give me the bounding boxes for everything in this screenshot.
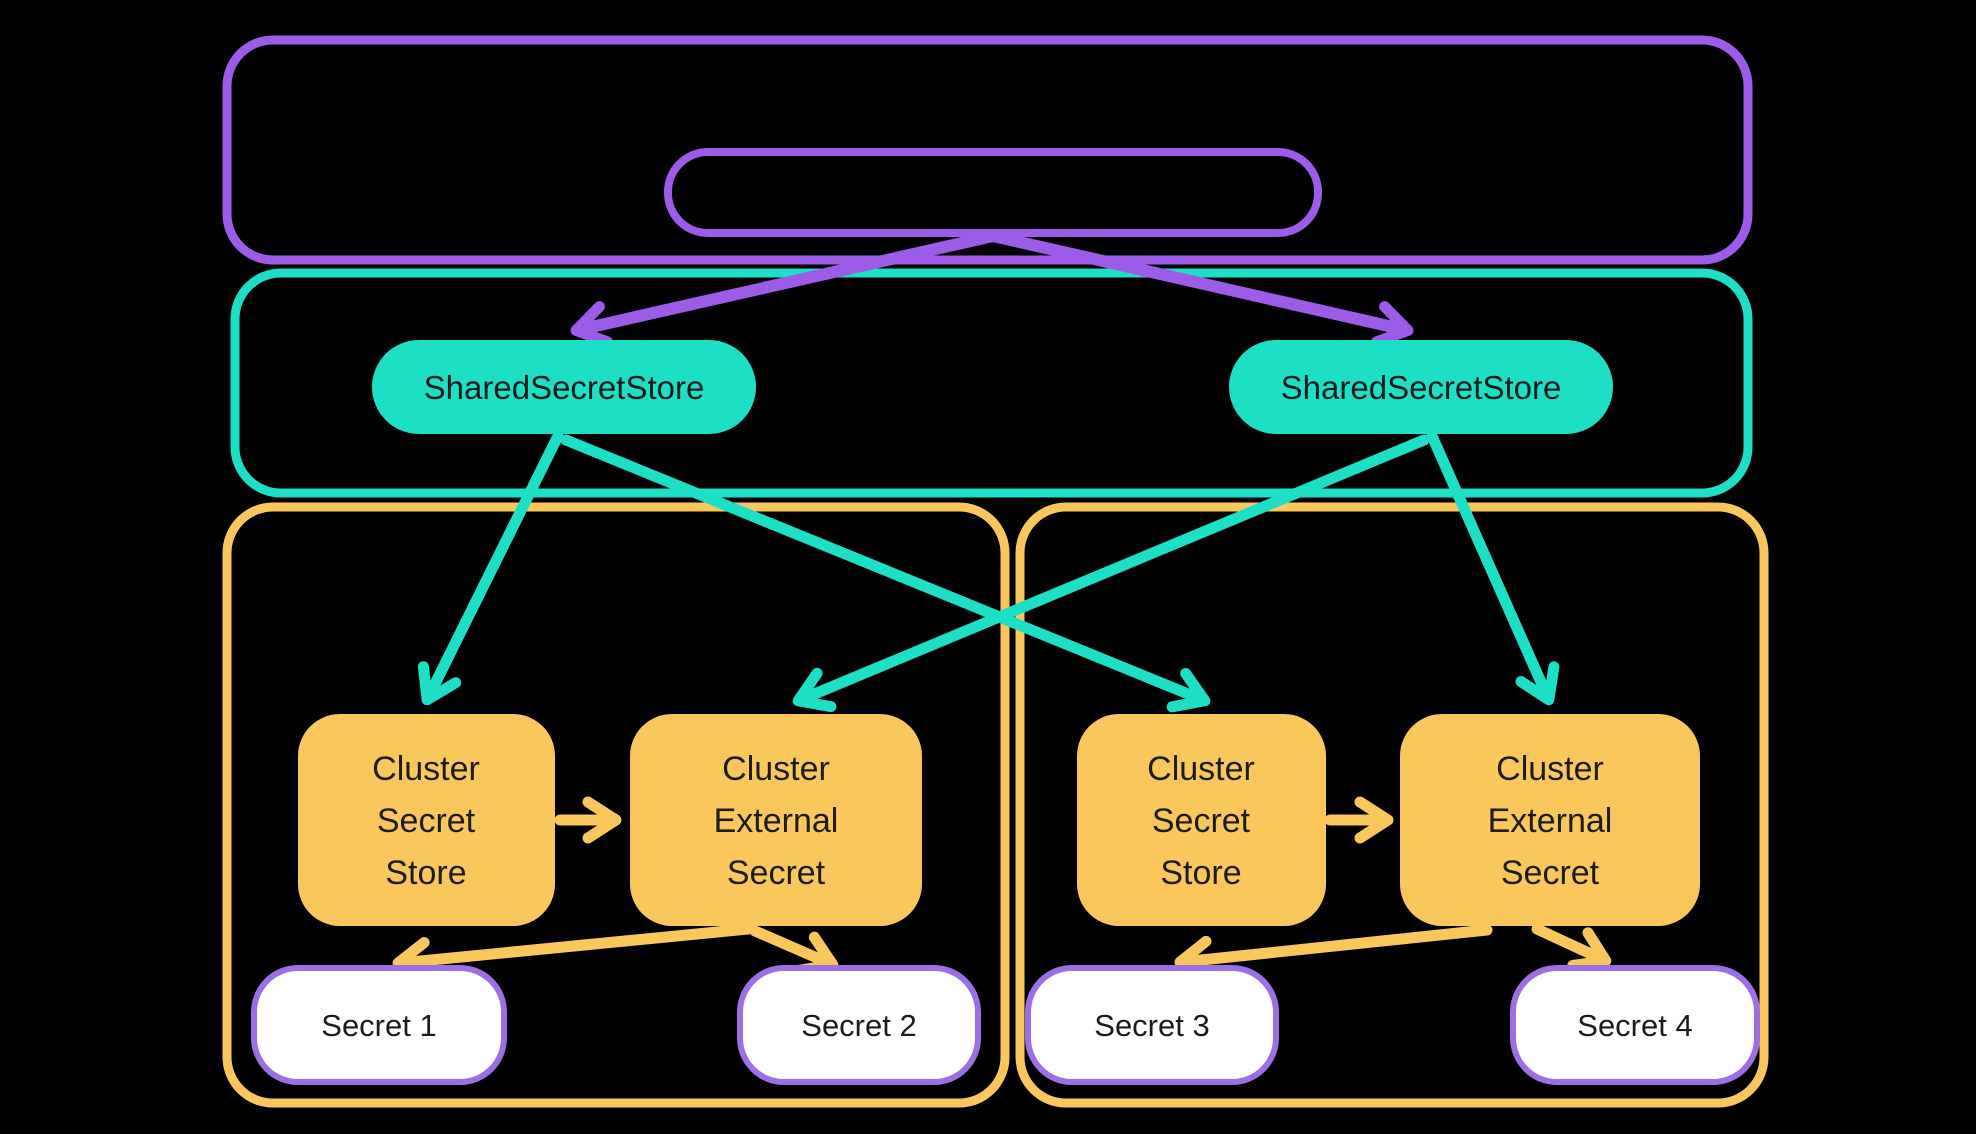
shared-store-right-pill bbox=[1229, 340, 1613, 434]
cluster2-secret-store-line1: Cluster bbox=[1147, 750, 1255, 788]
cluster1-secret-store: Cluster Secret Store bbox=[298, 714, 555, 926]
shared-store-left: SharedSecretStore bbox=[372, 340, 756, 434]
arrow-shared-right-to-cluster2-external bbox=[1426, 430, 1560, 706]
cluster1-container bbox=[222, 502, 1010, 1108]
cluster2-external-secret-line1: Cluster bbox=[1496, 750, 1604, 788]
cluster1-external-secret-line1: Cluster bbox=[722, 750, 830, 788]
cluster1-secret-store-line3: Store bbox=[385, 854, 466, 892]
secret-3: Secret 3 bbox=[1025, 965, 1279, 1085]
cluster1-secret-store-line1: Cluster bbox=[372, 750, 480, 788]
cluster2-secret-store-line2: Secret bbox=[1152, 802, 1251, 840]
arrow-cluster1-external-to-secret2 bbox=[749, 925, 839, 976]
root-container bbox=[222, 35, 1753, 265]
arrow-shared-left-to-cluster1-store bbox=[417, 430, 564, 706]
secret-4-pill bbox=[1510, 965, 1760, 1085]
cluster1-secret-store-line2: Secret bbox=[377, 802, 476, 840]
cluster2-secret-store-box bbox=[1077, 714, 1326, 926]
root-inner-pill bbox=[664, 148, 1322, 237]
secret-1-label: Secret 1 bbox=[321, 1008, 436, 1043]
arrow-root-to-shared-left bbox=[570, 230, 999, 348]
arrow-root-to-shared-right bbox=[987, 230, 1414, 348]
arrow-shared-right-to-cluster1-external bbox=[792, 434, 1430, 713]
secret-3-label: Secret 3 bbox=[1094, 1008, 1209, 1043]
cluster2-secret-store-line3: Store bbox=[1160, 854, 1241, 892]
shared-store-right-label: SharedSecretStore bbox=[1281, 369, 1562, 406]
cluster2-container bbox=[1015, 502, 1769, 1108]
arrow-cluster1-external-to-secret1 bbox=[392, 923, 754, 984]
secret-3-pill bbox=[1025, 965, 1279, 1085]
secret-4-label: Secret 4 bbox=[1577, 1008, 1692, 1043]
cluster2-external-secret-box bbox=[1400, 714, 1700, 926]
cluster2-external-secret-line2: External bbox=[1488, 802, 1613, 840]
arrow-shared-left-to-cluster2-store bbox=[560, 434, 1211, 713]
secret-2: Secret 2 bbox=[737, 965, 981, 1085]
cluster1-external-secret: Cluster External Secret bbox=[630, 714, 922, 926]
cluster1-external-secret-line3: Secret bbox=[727, 854, 826, 892]
shared-store-right: SharedSecretStore bbox=[1229, 340, 1613, 434]
cluster1-external-secret-line2: External bbox=[714, 802, 839, 840]
shared-store-left-pill bbox=[372, 340, 756, 434]
shared-store-left-label: SharedSecretStore bbox=[424, 369, 705, 406]
secret-2-pill bbox=[737, 965, 981, 1085]
arrow-cluster2-external-to-secret4 bbox=[1531, 923, 1612, 971]
shared-stores-container bbox=[230, 268, 1753, 498]
secret-2-label: Secret 2 bbox=[801, 1008, 916, 1043]
secret-1-pill bbox=[251, 965, 507, 1085]
secret-4: Secret 4 bbox=[1510, 965, 1760, 1085]
arrow-cluster2-external-to-secret3 bbox=[1174, 924, 1493, 983]
cluster2-external-secret-line3: Secret bbox=[1501, 854, 1600, 892]
cluster1-external-secret-box bbox=[630, 714, 922, 926]
cluster2-secret-store: Cluster Secret Store bbox=[1077, 714, 1326, 926]
secret-1: Secret 1 bbox=[251, 965, 507, 1085]
cluster1-secret-store-box bbox=[298, 714, 555, 926]
cluster2-external-secret: Cluster External Secret bbox=[1400, 714, 1700, 926]
